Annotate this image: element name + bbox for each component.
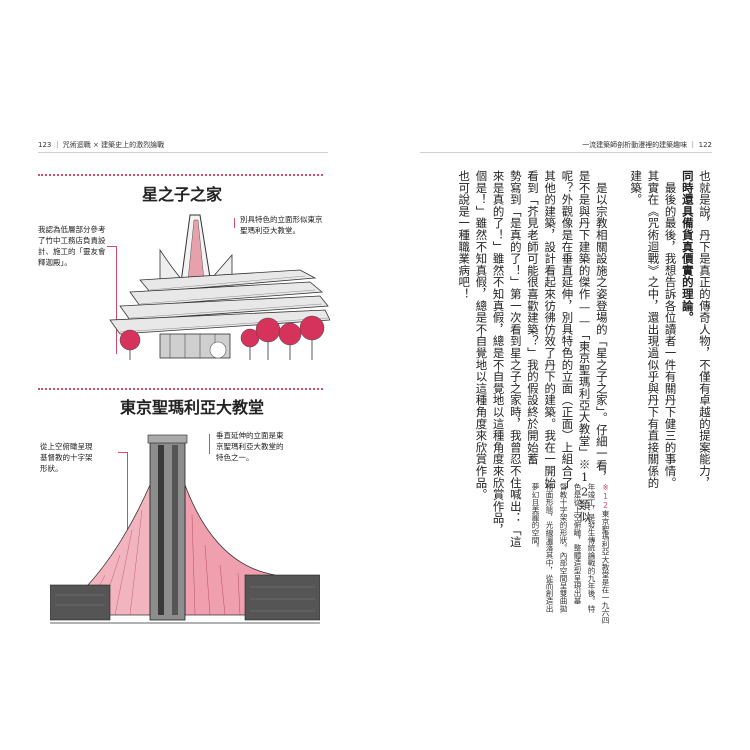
text-column: 個是！」雖然不知真假，總是不自覺地以這種角度來欣賞作品。	[474, 170, 489, 501]
caption-vertical-facade: 垂直延伸的立面是東 京聖瑪利亞大教堂的 特色之一。	[216, 430, 284, 463]
footnote: 年竣工，是發生傳統論戰的九年後。特	[586, 483, 597, 612]
footnote-line: 督教十字架的形狀。內部空間呈雙曲拋	[559, 483, 568, 613]
star-children-house-illustration	[109, 214, 330, 360]
text-column: 同時還具備貨真價實的理論。	[680, 170, 695, 324]
header-left: 123 ｜ 咒術迴戰 × 建築史上的激烈論戰	[38, 141, 165, 149]
footnote-line: 夢幻且美麗的空間。	[531, 483, 540, 552]
footnote: 督教十字架的形狀。內部空間呈雙曲拋	[558, 483, 569, 612]
footnote-mark: ※12	[601, 483, 610, 510]
text-column: 其實在《咒術迴戰》之中，還出現過似乎與丹下有直接關係的	[646, 170, 661, 489]
text-column: 來是真的了！」雖然不知真假，總是不自覺地以這種角度來欣賞作品，	[491, 170, 506, 536]
section-divider-top	[38, 174, 323, 176]
caption-facade: 別具特色的立面形似東京 聖瑪利亞大教堂。	[240, 214, 323, 236]
caption-line: 基督教的十字架	[40, 453, 93, 462]
caption-line: 形狀。	[40, 464, 63, 473]
text-column: 最後的最後，我想告訴各位讀者一件有關丹下健三的事情。	[663, 170, 678, 489]
footnote: 夢幻且美麗的空間。	[530, 483, 541, 551]
text-column: 也可說是一種職業病吧！	[457, 170, 472, 300]
footnote-line: 東京聖瑪利亞大教堂是在一九六四	[601, 510, 610, 624]
text-column: 其他的建築，設計看起來彷彿仿效了丹下的建築。我在一開始	[543, 170, 558, 489]
caption-line: 我認為低層部分參考	[38, 225, 106, 234]
section-title-st-mary: 東京聖瑪利亞大教堂	[120, 398, 265, 417]
leader-line	[116, 246, 117, 354]
footnote: 色是從上空俯瞰，整體造型呈現出基	[572, 483, 583, 605]
caption-cross-shape: 從上空俯瞰呈現 基督教的十字架 形狀。	[40, 441, 93, 474]
header-rule-left	[38, 152, 328, 153]
section-divider-bottom	[38, 388, 323, 390]
caption-line: 別具特色的立面形似東京	[240, 215, 323, 224]
caption-line: 京聖瑪利亞大教堂的	[216, 442, 284, 451]
leader-line	[209, 434, 210, 454]
section-title-star-children: 星之子之家	[142, 185, 223, 204]
leader-line	[127, 452, 128, 532]
footnote: 物面形態，光線灑落其中，從而創造出	[544, 483, 555, 612]
header-right: 一流建築師剖析動漫裡的建築趣味 ｜ 122	[582, 141, 712, 149]
caption-line: 特色之一。	[216, 453, 254, 462]
text-column: 也就是說，丹下是真正的傳奇人物，不僅有卓越的提案能力，	[698, 170, 712, 489]
footnote-line: 年竣工，是發生傳統論戰的九年後。特	[587, 483, 596, 613]
footnote-line: 物面形態，光線灑落其中，從而創造出	[545, 483, 554, 613]
text-column: 看到「芥見老師可能很喜歡建築？」我的假設終於開始蓄	[526, 170, 540, 465]
text-column: 勢寫到「是真的了！」第一次看到星之子之家時，我曾忍不住喊出：「這	[508, 170, 523, 548]
footnote-line: 色是從上空俯瞰，整體造型呈現出基	[573, 483, 582, 605]
caption-line: 聖瑪利亞大教堂。	[240, 226, 300, 235]
leader-line	[234, 218, 235, 228]
caption-line: 從上空俯瞰呈現	[40, 442, 93, 451]
text-column: 呢？外觀像是在垂直延伸，別具特色的立面（正面）上組合了	[560, 170, 575, 489]
header-rule-right	[420, 152, 712, 153]
footnote: ※12東京聖瑪利亞大教堂是在一九六四	[600, 483, 611, 624]
caption-lower-part: 我認為低層部分參考 了竹中工務店負責設 計、施工的「靈友會 釋迦殿」。	[38, 224, 106, 268]
caption-line: 釋迦殿」。	[38, 258, 72, 267]
st-mary-cathedral-illustration	[50, 434, 320, 624]
leader-line	[107, 246, 116, 247]
text-column: 建築。	[629, 170, 644, 206]
leader-line	[118, 452, 127, 453]
caption-line: 垂直延伸的立面是東	[216, 431, 284, 440]
caption-line: 了竹中工務店負責設	[38, 236, 106, 245]
text-column: 是不是與丹下建築的傑作——「東京聖瑪利亞大教堂」※12類似	[577, 170, 592, 523]
text-column: 是以宗教相關設施之姿登場的「星之子之家」。仔細一看，	[594, 170, 609, 483]
caption-line: 計、施工的「靈友會	[38, 247, 106, 256]
